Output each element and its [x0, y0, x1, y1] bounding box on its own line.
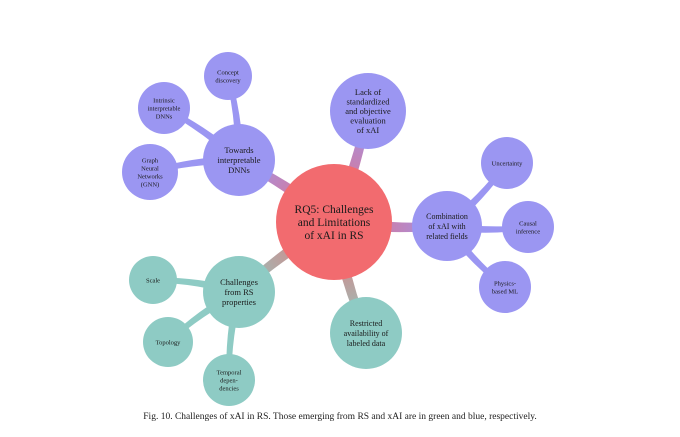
node-intrinsic-circle: [138, 82, 190, 134]
node-lack-line: Lack of: [355, 87, 381, 97]
node-gnn-line: Graph: [142, 157, 159, 164]
node-towards-circle: [203, 124, 275, 196]
node-towards-line: interpretable: [218, 155, 261, 165]
node-causal-line: Causal: [519, 220, 537, 227]
node-combination-line: of xAI with: [428, 222, 465, 231]
node-lack-line: of xAI: [357, 125, 380, 135]
node-center-line: RQ5: Challenges: [295, 204, 374, 216]
node-restricted-line: labeled data: [347, 339, 386, 348]
node-intrinsic-line: Intrinsic: [153, 97, 175, 104]
node-topology-label: Topology: [156, 339, 182, 346]
node-physics-label: Physics-based ML: [492, 280, 518, 295]
node-towards-line: DNNs: [228, 165, 250, 175]
node-restricted-line: availability of: [344, 329, 389, 338]
node-rs-line: Challenges: [220, 277, 258, 287]
node-temporal-line: depen-: [220, 377, 238, 384]
node-causal-circle: [502, 201, 554, 253]
node-physics: Physics-based ML: [479, 261, 531, 313]
node-physics-circle: [479, 261, 531, 313]
figure-caption: Fig. 10. Challenges of xAI in RS. Those …: [143, 412, 537, 422]
node-uncertainty-line: Uncertainty: [492, 160, 523, 167]
node-gnn-circle: [122, 144, 178, 200]
node-uncertainty: Uncertainty: [481, 137, 533, 189]
node-topology-line: Topology: [156, 339, 182, 346]
node-gnn-line: (GNN): [141, 181, 159, 188]
node-uncertainty-circle: [481, 137, 533, 189]
node-center-circle: [276, 164, 392, 280]
node-physics-line: based ML: [492, 288, 518, 295]
node-gnn-line: Networks: [137, 173, 163, 180]
node-intrinsic-line: DNNs: [156, 113, 173, 120]
node-lack-line: and objective: [345, 106, 391, 116]
node-topology: Topology: [143, 317, 193, 367]
node-scale-line: Scale: [146, 277, 160, 284]
node-concept-line: discovery: [215, 77, 241, 84]
node-lack-line: standardized: [347, 96, 391, 106]
node-scale: Scale: [129, 256, 177, 304]
node-temporal-line: Temporal: [217, 369, 242, 376]
node-temporal-line: dencies: [219, 385, 239, 392]
node-concept-circle: [204, 52, 252, 100]
node-combination-circle: [412, 191, 482, 261]
node-restricted-line: Restricted: [350, 319, 382, 328]
node-scale-label: Scale: [146, 277, 160, 284]
node-rs-line: from RS: [224, 287, 253, 297]
node-center-line: and Limitations: [298, 217, 371, 229]
node-lack-circle: [330, 73, 406, 149]
node-scale-circle: [129, 256, 177, 304]
node-uncertainty-label: Uncertainty: [492, 160, 523, 167]
node-rs-line: properties: [222, 297, 256, 307]
node-physics-line: Physics-: [494, 280, 516, 287]
node-rs-circle: [203, 256, 275, 328]
node-concept-line: Concept: [217, 69, 239, 76]
node-gnn-line: Neural: [141, 165, 159, 172]
node-center-line: of xAI in RS: [304, 230, 363, 242]
node-lack-line: evaluation: [350, 115, 386, 125]
node-restricted-circle: [330, 297, 402, 369]
node-intrinsic-line: interpretable: [148, 105, 181, 112]
node-temporal-circle: [203, 354, 255, 406]
node-combination-line: related fields: [426, 232, 468, 241]
node-causal-line: inference: [516, 228, 540, 235]
node-combination-line: Combination: [426, 212, 468, 221]
node-topology-circle: [143, 317, 193, 367]
node-towards-line: Towards: [224, 145, 253, 155]
